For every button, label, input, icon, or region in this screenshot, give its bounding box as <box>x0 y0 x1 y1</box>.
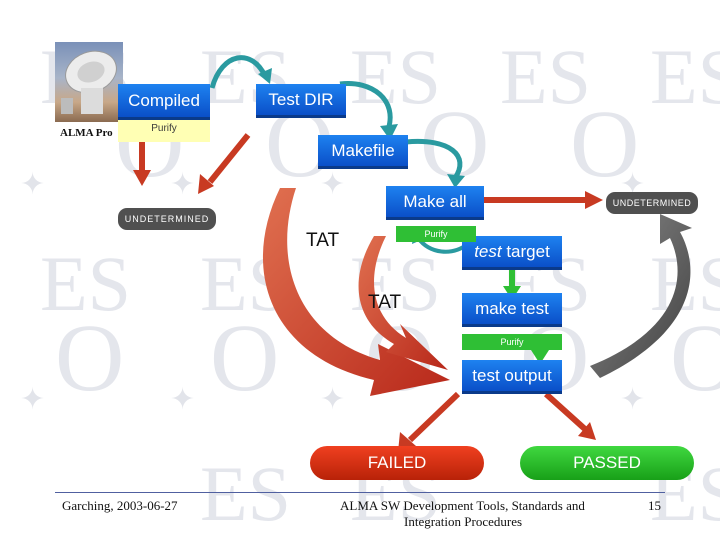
gray-arrow-return <box>590 214 692 378</box>
teal-arrow-head <box>447 174 465 188</box>
antenna-dish-icon <box>55 42 123 122</box>
make-test-node: make test <box>462 293 562 327</box>
failed-status: FAILED <box>310 446 484 480</box>
teal-arrow-compiled-to-testdir <box>209 55 268 89</box>
teal-arrow-head <box>380 124 398 140</box>
watermark-text: ES <box>200 450 292 537</box>
watermark-star: ✦ <box>620 383 646 416</box>
watermark-star: ✦ <box>170 383 196 416</box>
watermark-letter: O <box>210 304 280 411</box>
makefile-node: Makefile <box>318 135 408 169</box>
watermark-star: ✦ <box>170 168 196 201</box>
red-arrow-tat-small <box>358 236 448 370</box>
footer-divider <box>55 492 665 493</box>
watermark-star: ✦ <box>320 383 346 416</box>
footer-title-line2: Integration Procedures <box>404 514 523 529</box>
purify-label-compiled: Purify <box>118 120 210 142</box>
compiled-node: Compiled <box>118 84 210 120</box>
tat-label-lower: TAT <box>368 292 402 313</box>
green-arrow-head <box>531 350 549 364</box>
footer-location-date: Garching, 2003-06-27 <box>62 498 178 513</box>
red-arrow-purify-to-undetermined <box>207 133 251 184</box>
watermark-text: ES <box>350 33 442 120</box>
test-target-node: test target <box>462 236 562 270</box>
red-arrow-head <box>578 422 596 440</box>
watermark-letter: O <box>55 304 125 411</box>
test-dir-node: Test DIR <box>256 84 346 118</box>
teal-arrow-testdir-to-makefile <box>339 81 393 131</box>
purify-label-make-all: Purify <box>396 226 476 242</box>
undetermined-status-left: UNDETERMINED <box>118 208 216 230</box>
footer-page-number: 15 <box>648 498 661 513</box>
red-arrow-output-to-failed <box>407 391 461 443</box>
passed-status: PASSED <box>520 446 694 480</box>
watermark-text: ES <box>40 240 132 327</box>
org-label: ALMA Pro <box>60 127 113 139</box>
watermark-text: ES <box>500 33 592 120</box>
watermark-star: ✦ <box>20 383 46 416</box>
red-arrow-head <box>198 174 214 194</box>
make-all-node: Make all <box>386 186 484 220</box>
red-arrow-head <box>133 170 151 186</box>
red-arrow-tat-large <box>262 188 450 396</box>
test-output-node: test output <box>462 360 562 394</box>
footer-title-line1: ALMA SW Development Tools, Standards and <box>340 498 585 513</box>
watermark-letter: O <box>570 90 640 197</box>
red-arrow-output-to-passed <box>543 391 589 433</box>
watermark-star: ✦ <box>20 168 46 201</box>
teal-arrow-makefile-to-makeall <box>405 138 463 180</box>
red-arrow-head <box>585 191 603 209</box>
watermark-text: ES <box>650 33 720 120</box>
tat-label-upper: TAT <box>306 230 340 251</box>
undetermined-status-right: UNDETERMINED <box>606 192 698 214</box>
test-target-italic: test <box>474 241 502 261</box>
purify-label-make-test: Purify <box>462 334 562 350</box>
watermark-star: ✦ <box>320 168 346 201</box>
watermark-letter: O <box>670 304 720 411</box>
test-target-rest: target <box>501 241 550 261</box>
teal-arrow-head <box>258 68 272 84</box>
